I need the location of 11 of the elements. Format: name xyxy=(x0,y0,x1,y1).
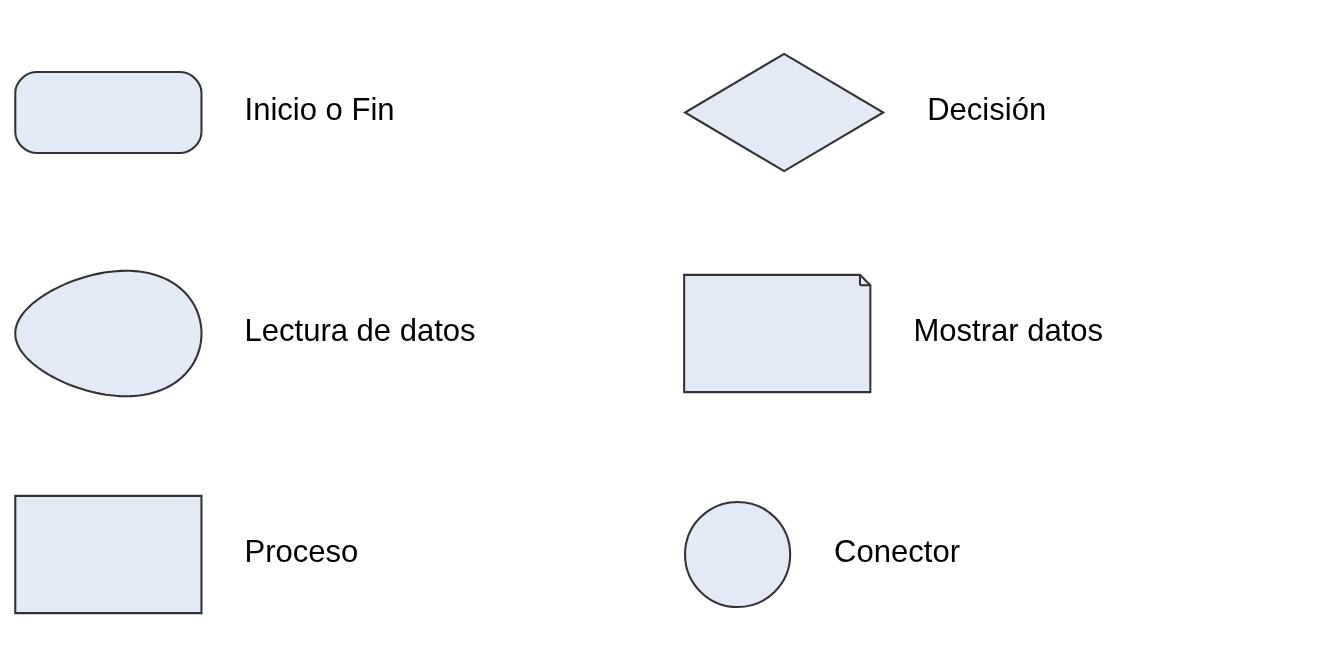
node-label: Lectura de datos xyxy=(244,313,476,349)
node-box xyxy=(14,494,203,615)
node-label: Conector xyxy=(834,534,960,570)
node-circle xyxy=(683,500,792,609)
node-label: Proceso xyxy=(244,534,359,570)
node-label: Mostrar datos xyxy=(913,313,1104,349)
node-display xyxy=(14,269,203,398)
node-stadium xyxy=(14,70,203,155)
node-label: Decisión xyxy=(927,92,1047,128)
node-diamond xyxy=(682,52,886,173)
node-label: Inicio o Fin xyxy=(244,92,395,128)
